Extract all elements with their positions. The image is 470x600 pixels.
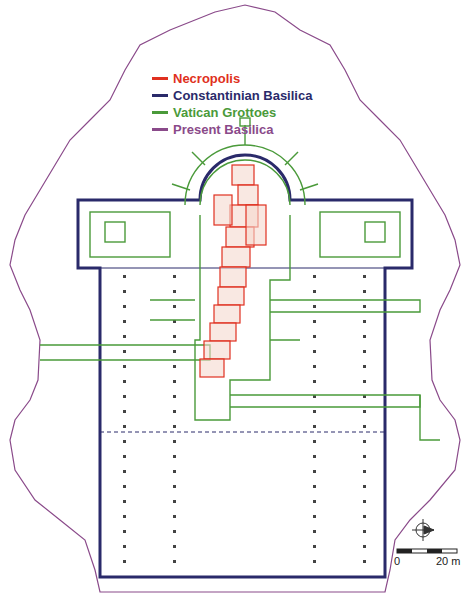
legend-swatch	[152, 111, 168, 114]
scale-bar	[397, 549, 457, 553]
legend-entry: Necropolis	[152, 70, 312, 86]
legend: NecropolisConstantinian BasilicaVatican …	[152, 70, 312, 138]
column-rows	[116, 275, 366, 565]
legend-swatch	[152, 94, 168, 97]
legend-text: Vatican Grottoes	[173, 105, 276, 120]
present-basilica-outline	[10, 5, 460, 592]
necropolis	[200, 165, 266, 377]
legend-text: Present Basilica	[173, 122, 273, 137]
legend-entry: Present Basilica	[152, 121, 312, 137]
scale-zero: 0	[394, 555, 400, 567]
legend-swatch	[152, 77, 168, 80]
legend-swatch	[152, 128, 168, 131]
legend-entry: Constantinian Basilica	[152, 87, 312, 103]
legend-entry: Vatican Grottoes	[152, 104, 312, 120]
scale-length: 20 m	[436, 555, 460, 567]
vatican-grottoes	[40, 118, 440, 440]
legend-text: Necropolis	[173, 71, 240, 86]
legend-text: Constantinian Basilica	[173, 88, 312, 103]
constantinian-basilica	[78, 155, 412, 577]
north-arrow	[412, 519, 434, 541]
